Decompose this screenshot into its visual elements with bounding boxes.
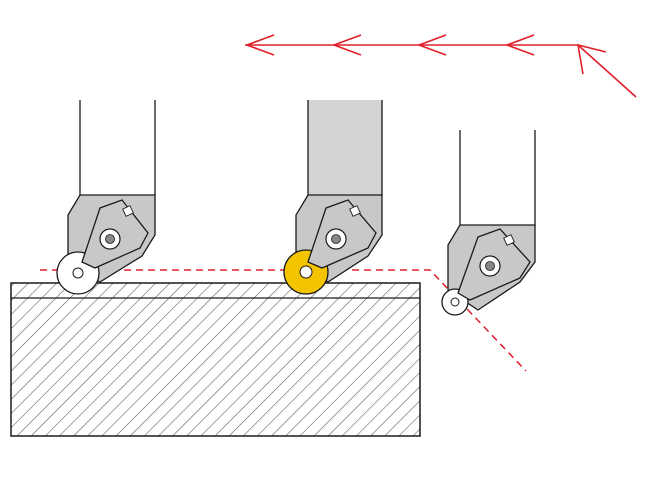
- feed-arrowhead-5: [577, 43, 607, 75]
- insert-center: [72, 267, 84, 279]
- tool-left: [56, 100, 156, 295]
- feed-arrowhead-4: [504, 34, 535, 56]
- tool-center: [283, 100, 383, 295]
- clamp-screw-hex: [105, 234, 115, 244]
- feed-arrowhead-1: [244, 34, 275, 56]
- workpiece-hatch: [11, 283, 420, 436]
- tool-path-dashed: [40, 269, 527, 372]
- insert-center: [299, 265, 313, 279]
- clamp-screw-hex: [485, 261, 495, 271]
- workpiece-outline: [10, 282, 421, 437]
- clamp-tab: [503, 234, 515, 246]
- feed-arrowhead-2: [331, 34, 362, 56]
- tool-right: [441, 130, 536, 316]
- clamp-tab: [349, 205, 361, 217]
- feed-arrowhead-3: [416, 34, 447, 56]
- feed-arrow-tail: [577, 44, 637, 98]
- feed-direction-arrows: [244, 34, 637, 98]
- clamp-tab: [122, 205, 134, 217]
- shank-body: [308, 100, 382, 195]
- workpiece: [10, 282, 421, 437]
- clamp-screw-hex: [331, 234, 341, 244]
- insert-center: [450, 297, 460, 307]
